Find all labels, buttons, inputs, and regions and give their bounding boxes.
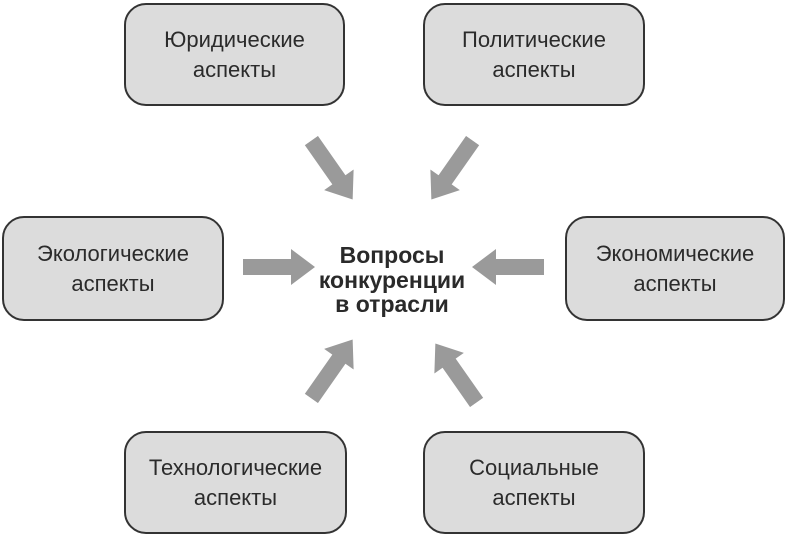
node-technological-aspects-label: Технологические аспекты [148,455,323,510]
arrow-down-right-icon [304,135,354,200]
node-economic-aspects-label: Экономические аспекты [595,241,755,296]
node-legal-aspects-label: Юридические аспекты [164,27,305,82]
arrow-up-right-shape [304,339,354,404]
node-ecological-aspects-label: Экологические аспекты [37,241,189,296]
arrow-left-shape [472,249,544,285]
node-legal-aspects: Юридические аспекты [124,3,345,106]
arrow-up-right-icon [304,339,354,404]
node-political-aspects-label: Политические аспекты [462,27,606,82]
arrow-up-left-shape [434,343,484,408]
node-social-aspects: Социальные аспекты [423,431,645,534]
arrow-right-icon [243,249,315,285]
arrow-down-right-shape [304,135,354,200]
center-topic-label: Вопросы конкуренции в отрасли [318,242,466,318]
node-economic-aspects: Экономические аспекты [565,216,785,321]
arrow-left-icon [472,249,544,285]
node-political-aspects: Политические аспекты [423,3,645,106]
node-ecological-aspects: Экологические аспекты [2,216,224,321]
arrow-right-shape [243,249,315,285]
arrow-down-left-shape [430,135,480,200]
node-social-aspects-label: Социальные аспекты [469,455,599,510]
arrow-down-left-icon [430,135,480,200]
node-technological-aspects: Технологические аспекты [124,431,347,534]
arrow-up-left-icon [434,343,484,408]
